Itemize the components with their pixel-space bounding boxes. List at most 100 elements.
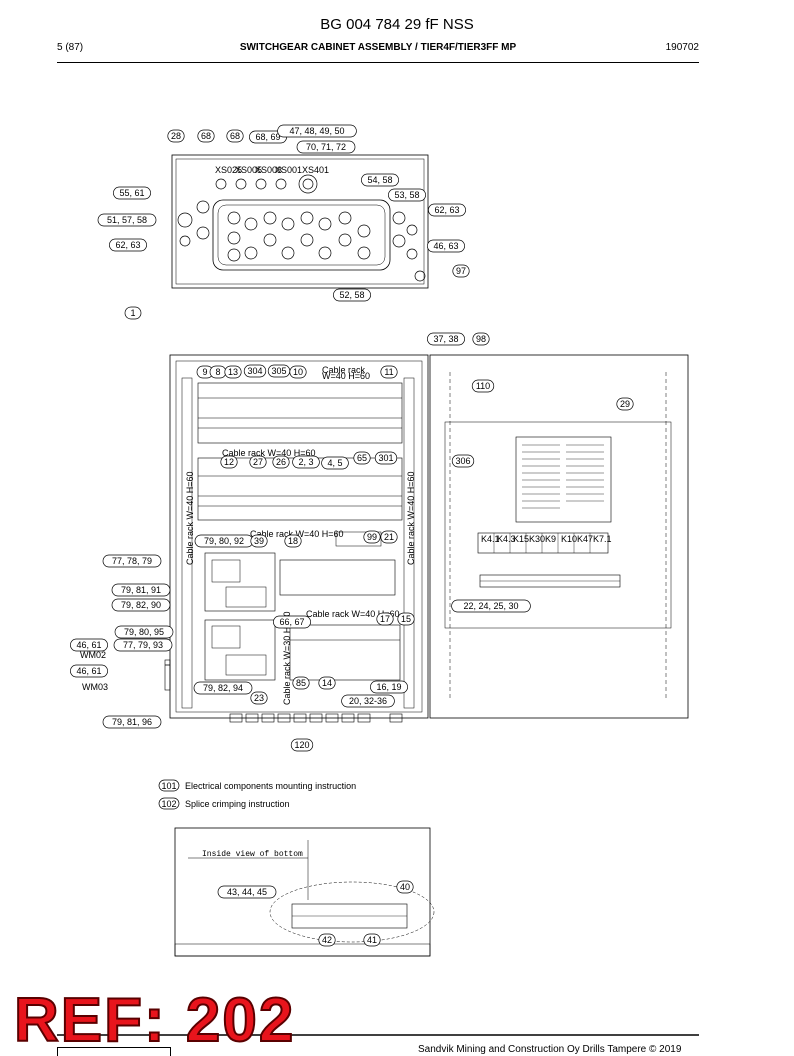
callout-bubble: 52, 58 [333,288,371,302]
bottom-view-title: Inside view of bottom [202,850,303,859]
callout-bubble: 68 [226,129,244,143]
callout-number: 68 [230,131,240,141]
callout-number: 37, 38 [433,334,458,344]
callout-bubble: 26 [272,455,290,469]
callout-number: 97 [456,266,466,276]
callout-bubble: 14 [318,676,336,690]
callout-number: 79, 80, 95 [124,627,164,637]
callout-bubble: 301 [374,451,398,465]
cable-rack-label: Cable rack W=40 H=60 [185,471,195,565]
connector-label: XS005 [235,165,262,175]
company-logo [57,1047,171,1056]
callout-number: 301 [378,453,393,463]
callout-bubble: 2, 3 [292,455,320,469]
callout-number: 120 [294,740,309,750]
callout-number: 26 [276,457,286,467]
instruction-number: 102 [161,799,176,809]
callout-number: 79, 81, 91 [121,585,161,595]
header-row: 5 (87) SWITCHGEAR CABINET ASSEMBLY / TIE… [57,42,699,56]
callout-number: 52, 58 [339,290,364,300]
door-relay: K4.3 [497,534,516,544]
callout-bubble: 15 [397,612,415,626]
callout-number: 16, 19 [376,682,401,692]
callout-bubble: 68 [197,129,215,143]
top-connectors [215,174,318,194]
connector-label: XS001 [275,165,302,175]
callout-bubble: 77, 78, 79 [102,554,162,568]
front-view: Cable rack W=40 H=60 Cable rack W=40 H=6… [80,354,429,723]
callout-bubble: 51, 57, 58 [97,213,157,227]
callout-number: 77, 79, 93 [123,640,163,650]
callout-number: 305 [271,366,286,376]
callout-number: 62, 63 [115,240,140,250]
door-view: K4.1 K4.3 K15 K30 K9 K10 K47 K7.1 [429,354,689,719]
doc-date: 190702 [665,42,699,53]
bottom-view: Inside view of bottom [174,827,435,957]
callout-bubble: 39 [250,534,268,548]
callout-number: 79, 81, 96 [112,717,152,727]
instruction-number: 101 [161,781,176,791]
callout-number: 79, 82, 94 [203,683,243,693]
callout-number: 8 [215,367,220,377]
callout-bubble: 53, 58 [388,188,426,202]
callout-number: 304 [247,366,262,376]
callout-number: 29 [620,399,630,409]
callout-bubble: 55, 61 [113,186,151,200]
callout-number: 10 [293,367,303,377]
callout-bubble: 54, 58 [361,173,399,187]
door-relay: K9 [545,534,556,544]
callout-bubble: 110 [471,379,495,393]
callout-number: 99 [367,532,377,542]
callout-bubble: 79, 81, 96 [102,715,162,729]
callout-bubble: 12 [220,455,238,469]
callout-bubble: 79, 82, 94 [193,681,253,695]
callout-number: 40 [400,882,410,892]
section-title: SWITCHGEAR CABINET ASSEMBLY / TIER4F/TIE… [239,42,517,53]
cable-rack-label: Cable rack W=40 H=60 [306,609,400,619]
callout-bubble: 18 [284,534,302,548]
callout-number: 18 [288,536,298,546]
callout-bubble: 66, 67 [273,615,311,629]
callout-bubble: 99 [363,530,381,544]
callout-number: 65 [357,453,367,463]
callout-bubble: 97 [452,264,470,278]
callout-bubble: 79, 81, 91 [111,583,171,597]
instruction-text: Splice crimping instruction [185,799,290,809]
callout-number: 14 [322,678,332,688]
callout-number: 79, 80, 92 [204,536,244,546]
door-relay: K7.1 [593,534,612,544]
callout-bubble: 79, 80, 95 [114,625,174,639]
callout-number: 1 [130,308,135,318]
callout-number: 53, 58 [394,190,419,200]
callout-bubble: 22, 24, 25, 30 [451,599,531,613]
callout-bubble: 46, 61 [70,638,108,652]
ref-stamp: REF: 202 [13,986,296,1055]
callout-bubble: 10 [289,365,307,379]
cable-rack-label: Cable rack W=40 H=60 [250,529,344,539]
cable-rack-label: Cable rack [322,365,366,375]
cable-rack-label: Cable rack W=40 H=60 [222,448,316,458]
cable-rack-label: Cable rack W=40 H=60 [406,471,416,565]
callout-number: 9 [202,367,207,377]
instruction-text: Electrical components mounting instructi… [185,781,356,791]
bottom-view-outline [174,827,431,957]
callout-bubble: 41 [363,933,381,947]
callout-bubble: 85 [292,676,310,690]
callout-number: 85 [296,678,306,688]
callout-bubble: 16, 19 [370,680,408,694]
callout-bubble: 17 [376,612,394,626]
callout-bubble: 1 [124,306,142,320]
callout-bubble: 40 [396,880,414,894]
callout-bubble: 47, 48, 49, 50 [277,124,357,138]
cabinet-outline [169,354,429,719]
callout-number: 13 [228,367,238,377]
callout-bubble: 46, 63 [427,239,465,253]
wm02-label: WM02 [80,650,106,660]
callout-number: 46, 61 [76,640,101,650]
callout-number: 2, 3 [298,457,313,467]
door-relay: K30 [529,534,545,544]
callout-bubble: 21 [380,530,398,544]
callout-number: 11 [384,367,393,377]
callout-number: 55, 61 [119,188,144,198]
door-relay: K10 [561,534,577,544]
